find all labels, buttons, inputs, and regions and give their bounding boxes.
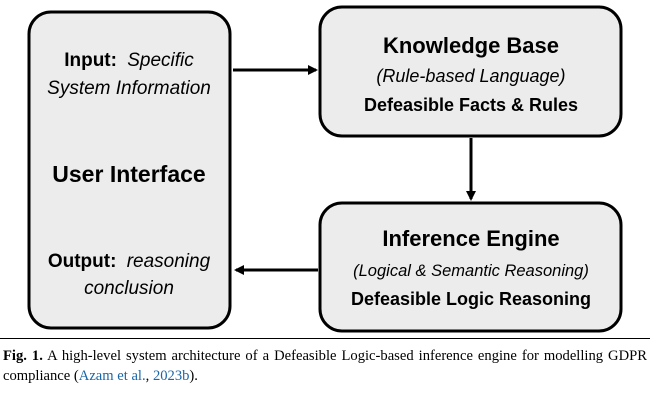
citation-link-year[interactable]: 2023b bbox=[152, 368, 190, 384]
citation-comma: , bbox=[145, 368, 153, 384]
user-interface-box: Input: Specific System Information User … bbox=[27, 10, 232, 330]
output-text-line1: reasoning bbox=[127, 251, 211, 272]
citation-link-authors[interactable]: Azam et al. bbox=[78, 368, 146, 384]
output-label: Output: bbox=[48, 251, 117, 272]
knowledge-base-title: Knowledge Base bbox=[383, 33, 559, 58]
output-text-line2: conclusion bbox=[84, 278, 174, 299]
input-text-line2: System Information bbox=[47, 78, 211, 99]
svg-text:Input: Specific: Input: Specific bbox=[64, 50, 194, 71]
caption-text: A high-level system architecture of a De… bbox=[3, 348, 647, 384]
caption-divider bbox=[0, 338, 650, 339]
input-text-line1: Specific bbox=[127, 50, 194, 71]
caption-text-end: ). bbox=[189, 368, 198, 384]
svg-text:Output: reasoning: Output: reasoning bbox=[48, 251, 211, 272]
inference-engine-box: Inference Engine (Logical & Semantic Rea… bbox=[318, 201, 623, 333]
user-interface-title: User Interface bbox=[52, 161, 205, 187]
figure-label: Fig. 1. bbox=[3, 348, 43, 364]
knowledge-base-box: Knowledge Base (Rule-based Language) Def… bbox=[318, 5, 623, 138]
knowledge-base-detail: Defeasible Facts & Rules bbox=[364, 95, 578, 115]
figure-caption: Fig. 1. A high-level system architecture… bbox=[3, 346, 647, 386]
knowledge-base-subtitle: (Rule-based Language) bbox=[376, 66, 565, 86]
inference-engine-subtitle: (Logical & Semantic Reasoning) bbox=[353, 262, 589, 280]
inference-engine-detail: Defeasible Logic Reasoning bbox=[351, 289, 591, 309]
input-label: Input: bbox=[64, 50, 117, 71]
inference-engine-title: Inference Engine bbox=[382, 226, 559, 251]
